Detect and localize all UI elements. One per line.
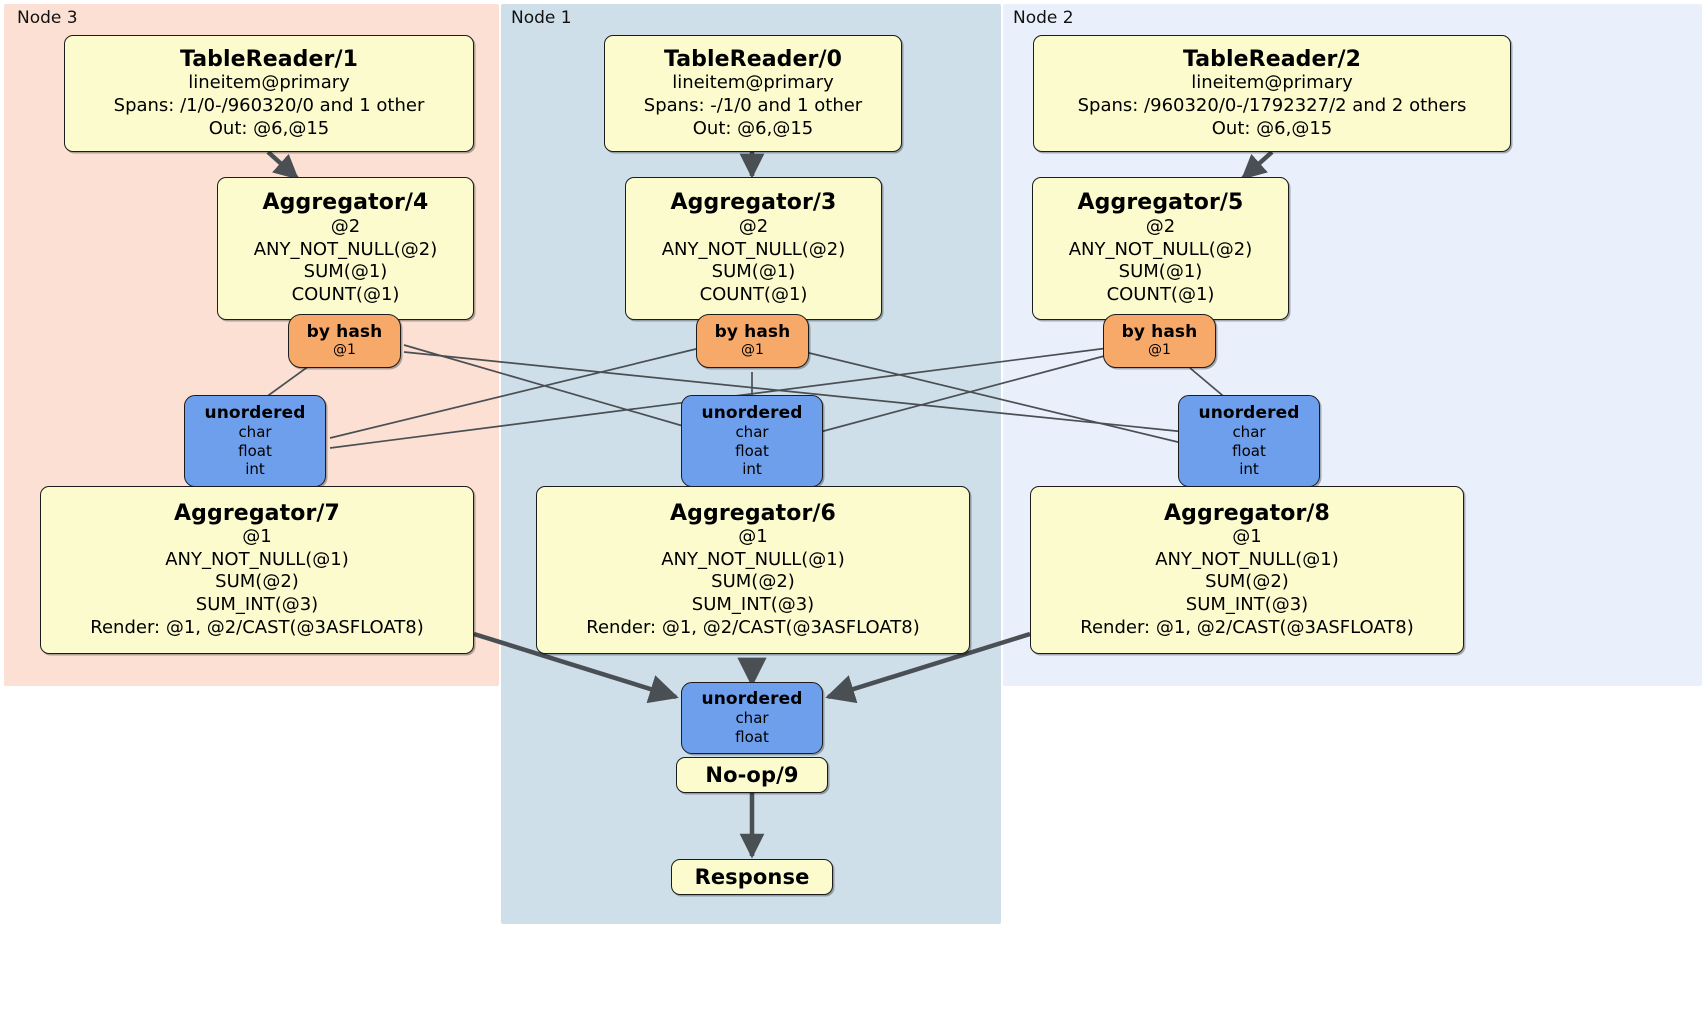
synchronizer-title: unordered [1198, 402, 1300, 423]
processor-aggregator-6[interactable]: Aggregator/6 @1 ANY_NOT_NULL(@1) SUM(@2)… [536, 486, 970, 654]
processor-detail: Spans: /1/0-/960320/0 and 1 other [113, 94, 425, 116]
processor-detail: lineitem@primary [672, 72, 834, 94]
processor-detail: SUM_INT(@3) [1185, 594, 1309, 616]
processor-detail: @1 [738, 526, 768, 548]
processor-title: No-op/9 [705, 762, 799, 787]
synchronizer-type: int [742, 459, 762, 478]
router-detail: @1 [1148, 341, 1171, 358]
processor-title: Aggregator/4 [262, 190, 429, 216]
processor-detail: Spans: /960320/0-/1792327/2 and 2 others [1077, 94, 1467, 116]
router-by-hash-left[interactable]: by hash @1 [288, 314, 401, 368]
panel-node-1-label: Node 1 [511, 8, 572, 28]
processor-detail: COUNT(@1) [1106, 283, 1215, 305]
processor-title: Response [694, 864, 810, 889]
processor-detail: Out: @6,@15 [208, 117, 330, 139]
processor-title: Aggregator/7 [174, 500, 340, 526]
processor-detail: ANY_NOT_NULL(@2) [1068, 238, 1253, 260]
processor-detail: lineitem@primary [1191, 72, 1353, 94]
processor-detail: SUM_INT(@3) [691, 594, 815, 616]
processor-render: Render: @1, @2/CAST(@3ASFLOAT8) [1080, 616, 1414, 638]
synchronizer-type: float [238, 441, 272, 460]
synchronizer-type: float [1232, 441, 1266, 460]
processor-tablereader-0[interactable]: TableReader/0 lineitem@primary Spans: -/… [604, 35, 902, 152]
processor-aggregator-3[interactable]: Aggregator/3 @2 ANY_NOT_NULL(@2) SUM(@1)… [625, 177, 882, 320]
router-by-hash-center[interactable]: by hash @1 [696, 314, 809, 368]
processor-detail: SUM(@1) [711, 261, 796, 283]
processor-detail: SUM(@1) [1118, 261, 1203, 283]
synchronizer-unordered-left[interactable]: unordered char float int [184, 395, 326, 487]
processor-tablereader-1[interactable]: TableReader/1 lineitem@primary Spans: /1… [64, 35, 474, 152]
processor-detail: lineitem@primary [188, 72, 350, 94]
synchronizer-type: int [245, 459, 265, 478]
router-title: by hash [1121, 322, 1198, 343]
synchronizer-type: char [735, 709, 769, 728]
processor-no-op-9[interactable]: No-op/9 [676, 757, 828, 793]
router-title: by hash [714, 322, 791, 343]
processor-detail: ANY_NOT_NULL(@1) [1155, 548, 1339, 570]
synchronizer-type: char [238, 423, 272, 442]
synchronizer-title: unordered [204, 402, 306, 423]
synchronizer-title: unordered [701, 688, 803, 709]
processor-title: Aggregator/6 [670, 500, 836, 526]
processor-detail: SUM_INT(@3) [195, 594, 319, 616]
processor-aggregator-4[interactable]: Aggregator/4 @2 ANY_NOT_NULL(@2) SUM(@1)… [217, 177, 474, 320]
processor-title: Aggregator/8 [1164, 500, 1330, 526]
synchronizer-type: char [735, 423, 769, 442]
processor-title: TableReader/0 [663, 46, 843, 72]
processor-title: Aggregator/3 [670, 190, 837, 216]
processor-detail: SUM(@2) [1205, 571, 1289, 593]
router-detail: @1 [333, 341, 356, 358]
processor-title: TableReader/2 [1182, 46, 1362, 72]
synchronizer-unordered-center[interactable]: unordered char float int [681, 395, 823, 487]
processor-detail: ANY_NOT_NULL(@2) [661, 238, 846, 260]
processor-detail: Out: @6,@15 [692, 117, 814, 139]
router-title: by hash [306, 322, 383, 343]
processor-detail: @1 [242, 526, 272, 548]
synchronizer-unordered-final[interactable]: unordered char float [681, 682, 823, 754]
router-detail: @1 [741, 341, 764, 358]
processor-aggregator-5[interactable]: Aggregator/5 @2 ANY_NOT_NULL(@2) SUM(@1)… [1032, 177, 1289, 320]
panel-node-3-label: Node 3 [17, 8, 78, 28]
processor-detail: @2 [1145, 215, 1176, 237]
processor-detail: Out: @6,@15 [1211, 117, 1333, 139]
processor-detail: SUM(@2) [215, 571, 299, 593]
synchronizer-type: float [735, 727, 769, 746]
processor-title: Aggregator/5 [1077, 190, 1244, 216]
processor-response[interactable]: Response [671, 859, 833, 895]
processor-detail: Spans: -/1/0 and 1 other [643, 94, 863, 116]
router-by-hash-right[interactable]: by hash @1 [1103, 314, 1216, 368]
processor-detail: COUNT(@1) [291, 283, 400, 305]
processor-aggregator-7[interactable]: Aggregator/7 @1 ANY_NOT_NULL(@1) SUM(@2)… [40, 486, 474, 654]
processor-detail: COUNT(@1) [699, 283, 808, 305]
synchronizer-type: int [1239, 459, 1259, 478]
processor-detail: @2 [738, 215, 769, 237]
processor-detail: ANY_NOT_NULL(@2) [253, 238, 438, 260]
processor-detail: @1 [1232, 526, 1262, 548]
processor-title: TableReader/1 [179, 46, 359, 72]
processor-render: Render: @1, @2/CAST(@3ASFLOAT8) [90, 616, 424, 638]
processor-detail: ANY_NOT_NULL(@1) [661, 548, 845, 570]
processor-detail: @2 [330, 215, 361, 237]
processor-detail: ANY_NOT_NULL(@1) [165, 548, 349, 570]
panel-node-2-label: Node 2 [1013, 8, 1074, 28]
processor-detail: SUM(@2) [711, 571, 795, 593]
synchronizer-title: unordered [701, 402, 803, 423]
processor-detail: SUM(@1) [303, 261, 388, 283]
synchronizer-type: float [735, 441, 769, 460]
processor-tablereader-2[interactable]: TableReader/2 lineitem@primary Spans: /9… [1033, 35, 1511, 152]
processor-render: Render: @1, @2/CAST(@3ASFLOAT8) [586, 616, 920, 638]
synchronizer-unordered-right[interactable]: unordered char float int [1178, 395, 1320, 487]
processor-aggregator-8[interactable]: Aggregator/8 @1 ANY_NOT_NULL(@1) SUM(@2)… [1030, 486, 1464, 654]
synchronizer-type: char [1232, 423, 1266, 442]
